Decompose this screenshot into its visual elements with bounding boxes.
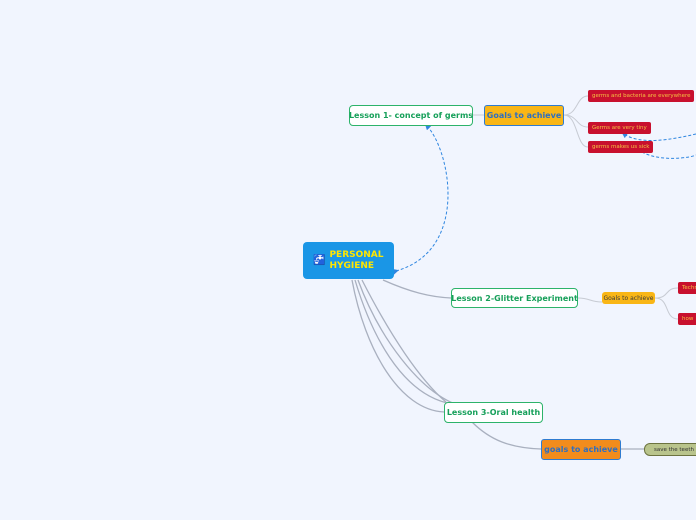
link-central-lesson3-c bbox=[361, 279, 447, 403]
relationship-tiny bbox=[621, 132, 696, 142]
lesson3-node[interactable]: Lesson 3-Oral health bbox=[444, 402, 543, 423]
goal-save-teeth[interactable]: save the teeth bbox=[644, 443, 696, 456]
goal-techn[interactable]: Techn bbox=[678, 282, 696, 294]
link-central-lesson2 bbox=[382, 279, 452, 299]
link-central-lesson3-b bbox=[357, 279, 456, 405]
lesson2-goals-node[interactable]: Goals to achieve bbox=[602, 292, 655, 304]
goal-germs-tiny[interactable]: Germs are very tiny bbox=[588, 122, 651, 134]
lesson2-node[interactable]: Lesson 2-Glitter Experiment bbox=[451, 288, 578, 308]
goal-germs-everywhere[interactable]: germs and bacteria are everywhere bbox=[588, 90, 694, 102]
relationship-sick bbox=[641, 151, 696, 159]
link-central-lesson3 bbox=[354, 279, 453, 405]
link-lesson3-goals bbox=[471, 421, 542, 450]
lesson1-node[interactable]: Lesson 1- concept of germs bbox=[349, 105, 473, 126]
goal-how[interactable]: how bbox=[678, 313, 696, 325]
central-title-line2: HYGIENE bbox=[329, 260, 375, 271]
sink-icon: 🚰 bbox=[313, 255, 326, 266]
lesson3-goals-node[interactable]: goals to achieve bbox=[541, 439, 621, 460]
central-title-line1: PERSONAL bbox=[329, 249, 384, 260]
link-central-lesson3-d bbox=[351, 279, 445, 413]
lesson1-goals-node[interactable]: Goals to achieve bbox=[484, 105, 564, 126]
relationship-central-lesson1 bbox=[392, 123, 449, 275]
goal-germs-sick[interactable]: germs makes us sick bbox=[588, 141, 653, 153]
